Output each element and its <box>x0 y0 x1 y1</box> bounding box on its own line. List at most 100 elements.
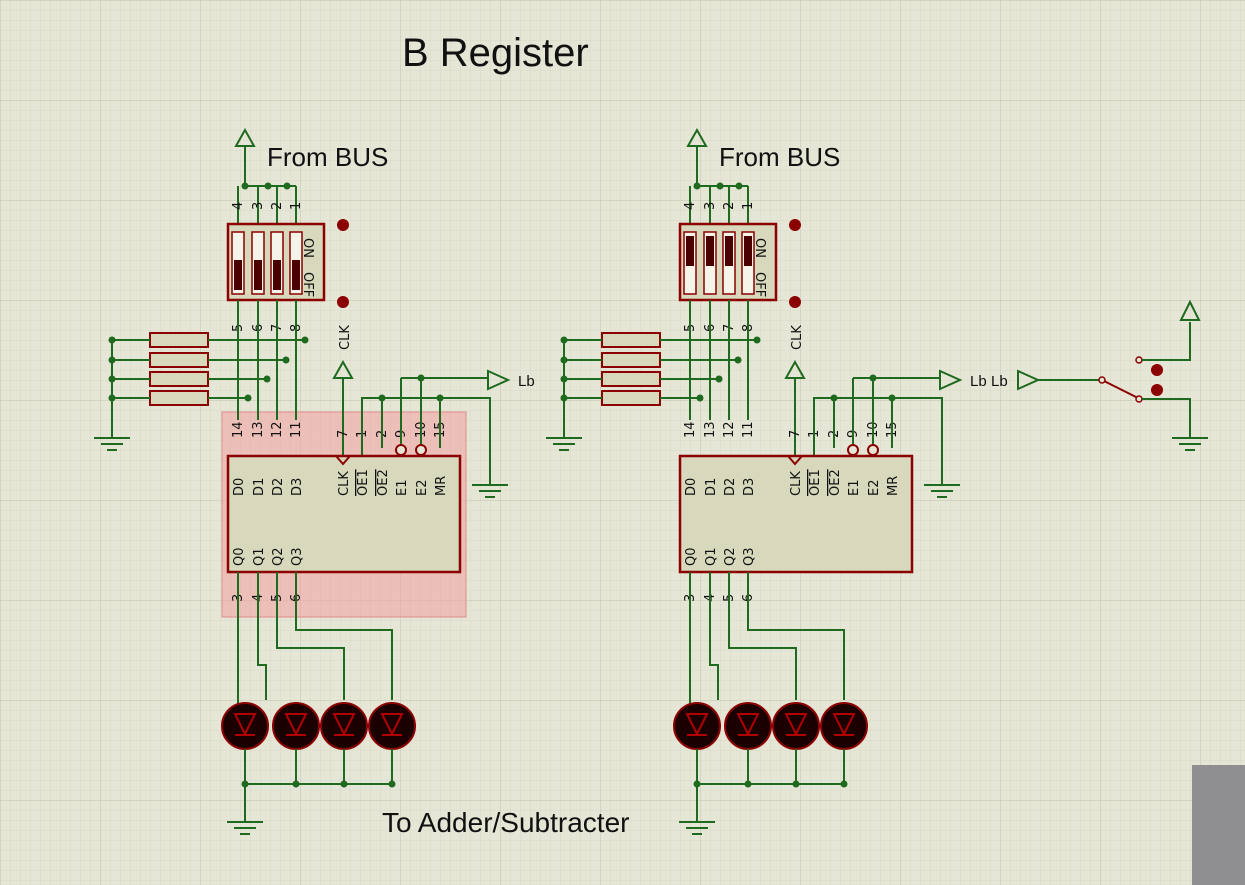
wire <box>1142 322 1191 361</box>
led[interactable] <box>820 702 868 750</box>
vcc-arrow <box>1179 299 1201 321</box>
junction-dot <box>735 182 743 190</box>
chip-output-label: Q2 <box>271 547 286 566</box>
lb-label: Lb <box>518 373 535 390</box>
dip-pin-label: 1 <box>741 202 756 210</box>
chip-output-label: Q3 <box>742 547 757 566</box>
led-diode-symbol <box>284 713 308 737</box>
probe-dot <box>789 219 801 231</box>
chip-pin-label: 7 <box>336 430 351 438</box>
junction-dot <box>715 375 723 383</box>
wire <box>361 397 491 475</box>
switch-contact <box>1135 395 1143 403</box>
dip-lever[interactable] <box>273 260 281 290</box>
register-chip[interactable] <box>226 454 462 574</box>
resistor[interactable] <box>601 371 661 387</box>
junction-dot <box>753 336 761 344</box>
led[interactable] <box>724 702 772 750</box>
resistor[interactable] <box>149 390 209 406</box>
overlay-thumbnail <box>1192 765 1245 885</box>
led[interactable] <box>368 702 416 750</box>
load-switch-circuit[interactable]: Lb <box>991 299 1208 451</box>
probe-dot <box>1151 364 1163 376</box>
resistor[interactable] <box>601 352 661 368</box>
dip-lever[interactable] <box>234 260 242 290</box>
chip-pin-label: 13 <box>251 421 266 438</box>
chip-input-label: OE2 <box>376 469 391 496</box>
chip-input-label: D0 <box>232 478 247 496</box>
chip-input-label: MR <box>886 476 901 496</box>
chip-input-label: E1 <box>847 480 862 497</box>
chip-input-label: D1 <box>704 478 719 496</box>
dip-lever[interactable] <box>254 260 262 290</box>
chip-input-label: E2 <box>867 480 882 497</box>
chip-input-label: E2 <box>415 480 430 497</box>
led-diode-symbol <box>784 713 808 737</box>
junction-dot <box>830 394 838 402</box>
led[interactable] <box>320 702 368 750</box>
dip-lever[interactable] <box>744 236 752 266</box>
resistor[interactable] <box>601 332 661 348</box>
switch-terminal[interactable] <box>1017 369 1041 391</box>
probe-dot <box>1151 384 1163 396</box>
junction-dot <box>264 182 272 190</box>
dip-lever[interactable] <box>725 236 733 266</box>
dip-lever[interactable] <box>292 260 300 290</box>
invert-bubble <box>867 444 879 456</box>
resistor[interactable] <box>149 332 209 348</box>
chip-input-label: OE1 <box>808 469 823 496</box>
chip-input-label: CLK <box>789 471 804 496</box>
switch-contact <box>1135 356 1143 364</box>
junction-dot <box>417 374 425 382</box>
invert-bubble <box>847 444 859 456</box>
switch-lever[interactable] <box>1103 380 1139 399</box>
invert-bubble <box>395 444 407 456</box>
chip-pin-label: 11 <box>741 421 756 438</box>
resistor[interactable] <box>149 352 209 368</box>
lb-terminal[interactable] <box>487 369 511 391</box>
switch-lb-label: Lb <box>991 373 1008 390</box>
chip-output-label: Q3 <box>290 547 305 566</box>
junction-dot <box>244 394 252 402</box>
led-diode-symbol <box>233 713 257 737</box>
chip-input-label: D2 <box>271 478 286 496</box>
register-chip[interactable] <box>678 454 914 574</box>
chip-input-label: MR <box>434 476 449 496</box>
led[interactable] <box>272 702 320 750</box>
chip-output-label: Q1 <box>252 547 267 566</box>
resistor[interactable] <box>601 390 661 406</box>
probe-dot <box>337 296 349 308</box>
wire <box>1142 398 1191 438</box>
chip-pin-label: 13 <box>703 421 718 438</box>
wire <box>728 572 797 700</box>
dip-off-label: OFF <box>752 272 767 297</box>
dip-pin-label: 4 <box>231 202 246 210</box>
junction-dot <box>283 182 291 190</box>
clock-marker <box>335 455 351 466</box>
dip-lever[interactable] <box>706 236 714 266</box>
dip-lever[interactable] <box>686 236 694 266</box>
dip-pin-label: 1 <box>289 202 304 210</box>
wire <box>257 572 267 700</box>
dip-pin-label: 2 <box>270 202 285 210</box>
bus-label: From BUS <box>719 142 840 172</box>
chip-output-label: Q0 <box>232 547 247 566</box>
probe-dot <box>789 296 801 308</box>
chip-input-label: D1 <box>252 478 267 496</box>
chip-input-label: D3 <box>742 478 757 496</box>
dip-on-label: ON <box>752 238 767 258</box>
led[interactable] <box>673 702 721 750</box>
led[interactable] <box>772 702 820 750</box>
wire <box>276 572 345 700</box>
chip-input-label: D0 <box>684 478 699 496</box>
resistor[interactable] <box>149 371 209 387</box>
wire <box>295 572 393 700</box>
chip-pin-label: 12 <box>270 421 285 438</box>
chip-output-label: Q0 <box>684 547 699 566</box>
lb-terminal[interactable] <box>939 369 963 391</box>
led[interactable] <box>221 702 269 750</box>
chip-input-label: CLK <box>337 471 352 496</box>
